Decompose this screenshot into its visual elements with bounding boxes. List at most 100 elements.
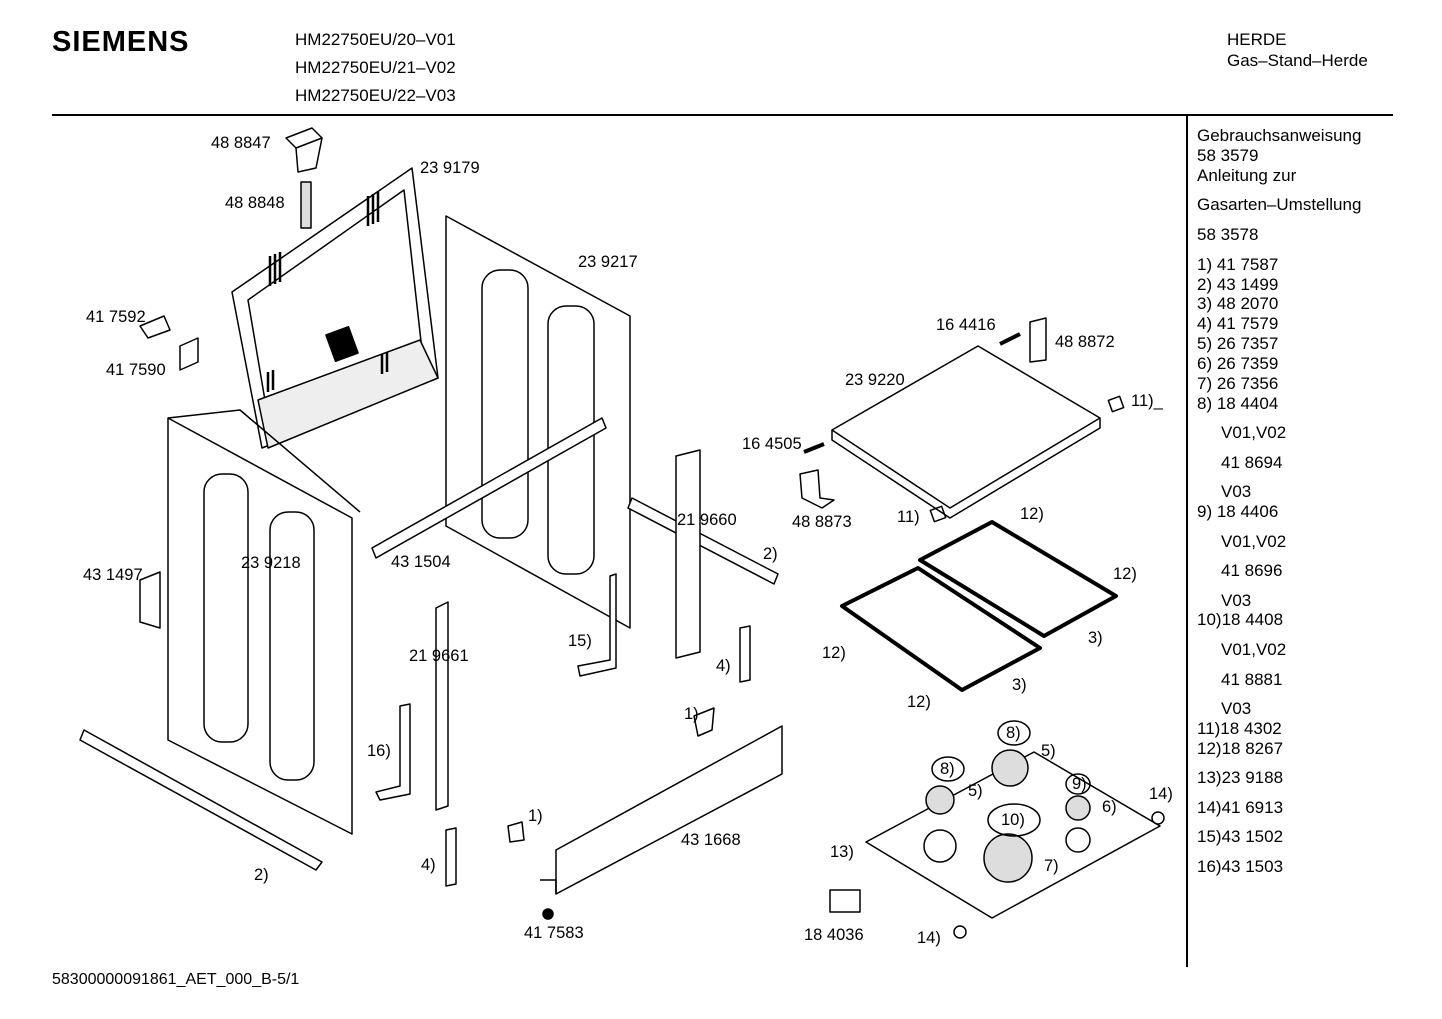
label-callout-9: 9) [1072, 775, 1087, 793]
vertical-strut-part [375, 449, 751, 887]
parts-list-variant: V03 [1221, 591, 1252, 610]
parts-list-item: 10)18 4408 [1197, 610, 1284, 629]
left-side-panel-part [167, 409, 361, 835]
label-callout-2: 2) [763, 545, 778, 563]
parts-list-item: 5) 26 7357 [1197, 334, 1279, 353]
parts-list-item: 9) 18 4406 [1197, 502, 1279, 521]
parts-list-item: 1) 41 7587 [1197, 255, 1279, 274]
parts-list-item: 3) 48 2070 [1197, 294, 1279, 313]
label-164505: 16 4505 [742, 435, 802, 453]
label-callout-3: 3) [1012, 676, 1027, 694]
parts-list-item: 2) 43 1499 [1197, 275, 1279, 294]
parts-list-item: 14)41 6913 [1197, 798, 1284, 817]
label-431497: 43 1497 [83, 566, 143, 584]
label-417583: 41 7583 [524, 924, 584, 942]
model-number-1: HM22750EU/20–V01 [295, 30, 456, 49]
label-callout-12: 12) [907, 693, 931, 711]
label-callout-3: 3) [1088, 629, 1103, 647]
label-417590: 41 7590 [106, 361, 166, 379]
parts-list-variant: 41 8696 [1221, 561, 1283, 580]
brand-logo: SIEMENS [52, 26, 190, 58]
label-431668: 43 1668 [681, 831, 741, 849]
label-callout-5: 5) [968, 782, 983, 800]
parts-list-item: 11)18 4302 [1197, 719, 1282, 738]
pan-support-grate-part [840, 520, 1118, 692]
sidebar-divider [1186, 115, 1188, 967]
label-callout-8: 8) [940, 760, 955, 778]
label-488848: 48 8848 [225, 194, 285, 212]
label-callout-4: 4) [716, 657, 731, 675]
diagram-labels: 48 8847 23 9179 48 8848 23 9217 41 7592 … [83, 134, 1173, 947]
label-callout-13: 13) [830, 843, 854, 861]
label-239220: 23 9220 [845, 371, 905, 389]
parts-list-variant: 41 8881 [1221, 670, 1283, 689]
parts-list-item: 15)43 1502 [1197, 827, 1284, 846]
parts-list-variant: V01,V02 [1221, 423, 1287, 442]
parts-list-variant: V03 [1221, 482, 1252, 501]
parts-list-item: 8) 18 4404 [1197, 394, 1279, 413]
model-number-2: HM22750EU/21–V02 [295, 58, 456, 77]
parts-list-item: 16)43 1503 [1197, 857, 1284, 876]
exhaust-tube-part [300, 181, 312, 229]
bottom-rail-part [540, 725, 783, 895]
exploded-parts-diagram: 48 8847 23 9179 48 8848 23 9217 41 7592 … [79, 127, 1173, 947]
label-callout-1: 1) [684, 705, 699, 723]
label-164416: 16 4416 [936, 316, 996, 334]
back-panel-part [231, 167, 439, 449]
label-callout-11: 11) [897, 508, 920, 526]
label-239217: 23 9217 [578, 253, 638, 271]
parts-list-item: 13)23 9188 [1197, 768, 1284, 787]
label-184036: 18 4036 [804, 926, 864, 944]
label-488847: 48 8847 [211, 134, 271, 152]
cross-rail-part [79, 417, 779, 871]
label-488872: 48 8872 [1055, 333, 1115, 351]
parts-list-item: 58 3579 [1197, 146, 1259, 165]
document-code: 58300000091861_AET_000_B-5/1 [52, 971, 300, 988]
exhaust-connector-part [285, 127, 323, 173]
header-divider [52, 114, 1393, 116]
label-488873: 48 8873 [792, 513, 852, 531]
label-callout-14: 14) [917, 929, 941, 947]
small-hardware-part [139, 315, 715, 920]
label-callout-12: 12) [1113, 565, 1137, 583]
parts-list-item: Gebrauchsanweisung [1197, 126, 1362, 145]
hob-base-part [829, 749, 1165, 939]
label-239218: 23 9218 [241, 554, 301, 572]
subcategory-title: Gas–Stand–Herde [1227, 51, 1368, 70]
label-callout-7: 7) [1044, 857, 1059, 875]
parts-list-variant: V03 [1221, 699, 1252, 718]
label-callout-6: 6) [1102, 798, 1117, 816]
label-callout-12: 12) [1020, 505, 1044, 523]
label-219661: 21 9661 [409, 647, 469, 665]
label-callout-4: 4) [421, 856, 436, 874]
label-239179: 23 9179 [420, 159, 480, 177]
label-431504: 43 1504 [391, 553, 451, 571]
label-callout-10: 10) [1001, 811, 1025, 829]
parts-list-item: Anleitung zur [1197, 166, 1297, 185]
parts-list-item: 58 3578 [1197, 225, 1259, 244]
label-callout-15: 15) [568, 632, 592, 650]
parts-list-item: Gasarten–Umstellung [1197, 195, 1362, 214]
parts-list-variant: 41 8694 [1221, 453, 1283, 472]
parts-list-item: 4) 41 7579 [1197, 314, 1279, 333]
label-callout-14: 14) [1149, 785, 1173, 803]
label-callout-5: 5) [1041, 742, 1056, 760]
callout-circles [931, 720, 1091, 837]
parts-list-item: 7) 26 7356 [1197, 374, 1279, 393]
label-callout-11: 11)_ [1131, 392, 1164, 410]
model-number-3: HM22750EU/22–V03 [295, 86, 456, 105]
cover-lid-part [799, 317, 1125, 523]
label-417592: 41 7592 [86, 308, 146, 326]
right-side-panel-part [445, 215, 631, 629]
label-callout-16: 16) [367, 742, 391, 760]
parts-list-variant: V01,V02 [1221, 640, 1287, 659]
label-callout-12: 12) [822, 644, 846, 662]
category-title: HERDE [1227, 30, 1287, 49]
label-219660: 21 9660 [677, 511, 737, 529]
parts-list-item: 6) 26 7359 [1197, 354, 1279, 373]
label-callout-2: 2) [254, 866, 269, 884]
parts-list-item: 12)18 8267 [1197, 739, 1284, 758]
parts-list-variant: V01,V02 [1221, 532, 1287, 551]
label-callout-8: 8) [1006, 724, 1021, 742]
label-callout-1: 1) [528, 807, 543, 825]
